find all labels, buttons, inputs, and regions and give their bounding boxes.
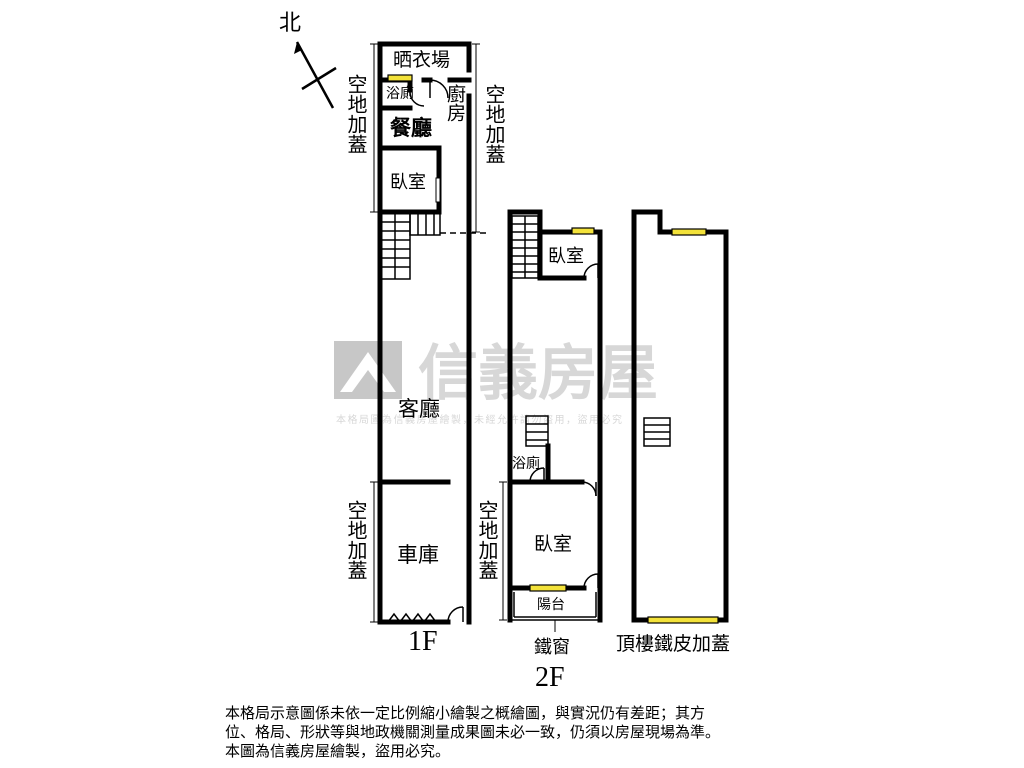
brand-logo xyxy=(334,341,402,399)
room-living-1f: 客廳 xyxy=(398,397,440,421)
stairs-roof xyxy=(643,417,671,447)
disclaimer-line-1: 本格局示意圖係未依一定比例縮小繪製之概繪圖，與實況仍有差距；其方 xyxy=(225,704,706,722)
room-balcony-2f: 陽台 xyxy=(537,597,565,613)
room-laundry-1f: 晒衣場 xyxy=(393,49,450,71)
stairs-2f-lower xyxy=(525,415,549,447)
window-note-2f: 鐵窗 xyxy=(534,637,570,658)
room-bedroom-bottom-2f: 臥室 xyxy=(534,533,572,555)
room-kitchen-1f: 廚房 xyxy=(444,83,466,122)
north-label: 北 xyxy=(279,10,301,35)
disclaimer-note: 本格局示意圖係未依一定比例縮小繪製之概繪圖，與實況仍有差距；其方 位、格局、形狀… xyxy=(225,704,825,761)
roof-plan: 頂樓鐵皮加蓋 xyxy=(616,209,730,655)
dimension-lines-1f xyxy=(370,43,480,623)
extension-2f: 空地加蓋 xyxy=(475,500,499,580)
watermark-notice: 本格局圖為信義房屋繪製，未經允許請勿盜用，盜用必究 xyxy=(336,413,624,426)
floor-2-plan: 臥室 浴廁 臥室 陽台 空地加蓋 鐵窗 2F xyxy=(475,209,603,693)
roof-label: 頂樓鐵皮加蓋 xyxy=(616,633,730,655)
room-bedroom-1f: 臥室 xyxy=(390,172,426,193)
room-garage-1f: 車庫 xyxy=(397,543,439,567)
stairs-2f xyxy=(511,215,539,279)
floor-1-label: 1F xyxy=(408,626,438,657)
room-bathroom-2f: 浴廁 xyxy=(512,455,540,472)
floor-2-label: 2F xyxy=(535,662,565,693)
extension-left-lower: 空地加蓋 xyxy=(344,500,368,580)
stairs-1f xyxy=(379,212,441,280)
watermark-brand: 信義房屋 xyxy=(418,339,658,409)
extension-right-upper: 空地加蓋 xyxy=(482,84,506,164)
floor-1-plan: 晒衣場 浴廁 廚房 餐廳 臥室 客廳 車庫 空地加蓋 空地加蓋 空地加蓋 1F xyxy=(344,41,506,657)
extension-left-upper: 空地加蓋 xyxy=(344,74,368,154)
disclaimer-line-2: 位、格局、形狀等與地政機關測量成果圖未必一致，仍須以房屋現場為準。 xyxy=(225,723,721,741)
disclaimer-line-3: 本圖為信義房屋繪製，盜用必究。 xyxy=(225,742,451,760)
room-dining-1f: 餐廳 xyxy=(390,116,432,140)
room-bathroom-1f: 浴廁 xyxy=(386,85,414,102)
watermark: 信義房屋 本格局圖為信義房屋繪製，未經允許請勿盜用，盜用必究 xyxy=(334,339,658,426)
room-bedroom-top-2f: 臥室 xyxy=(548,246,584,267)
north-compass: 北 xyxy=(279,10,337,109)
